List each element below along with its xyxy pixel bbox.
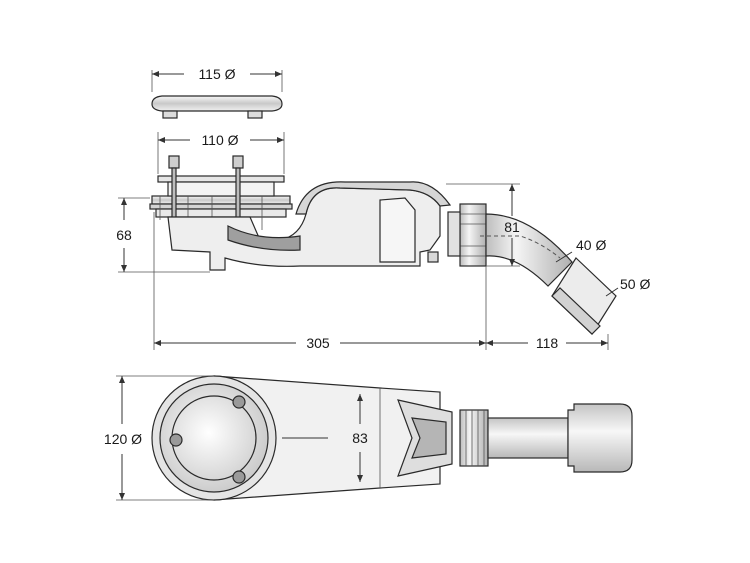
dim-outlet-height: [446, 183, 520, 267]
outlet-inner-label: 40 Ø: [576, 237, 606, 253]
body-diameter-label: 110 Ø: [201, 132, 238, 148]
height-label: 68: [116, 227, 132, 243]
dim-height: [118, 197, 210, 273]
outlet-length-label: 118: [536, 335, 559, 351]
dim-cover: [151, 70, 283, 92]
length-label: 305: [306, 335, 330, 351]
trap-body: [167, 181, 452, 271]
cover-cap: [151, 95, 283, 119]
dim-top-diameter: [116, 375, 214, 501]
top-waste-disc: [151, 375, 277, 501]
top-width-label: 83: [352, 430, 368, 446]
top-screws: [169, 395, 246, 484]
outlet-outer-label: 50 Ø: [620, 276, 650, 292]
dim-top-width: [357, 394, 363, 482]
cover-diameter-label: 115 Ø: [198, 66, 235, 82]
top-nut: [459, 409, 489, 467]
dim-length: [153, 212, 609, 350]
angled-outlet-pipe: [480, 213, 617, 335]
dim-body: [157, 132, 285, 174]
waste-flange: [149, 155, 293, 230]
top-outlet-pipe: [487, 403, 633, 473]
top-view: 120 Ø 83: [104, 375, 633, 501]
outlet-nut: [447, 203, 487, 267]
top-outlet-funnel: [397, 399, 453, 477]
top-diameter-label: 120 Ø: [104, 431, 142, 447]
outlet-height-label: 81: [504, 219, 520, 235]
side-view: 115 Ø 110 Ø 68 81 40 Ø 50 Ø: [116, 66, 650, 351]
